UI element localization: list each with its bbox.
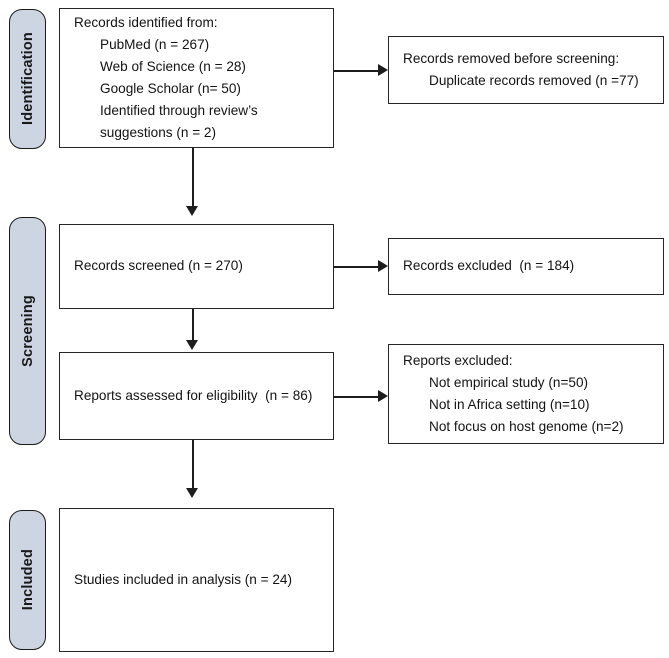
arrowhead-eligibility-to-reports-excluded [378,389,388,402]
stage-label-identification: Identification [9,9,46,149]
connector-screened-to-eligibility [192,309,194,342]
connector-eligibility-to-reports-excluded [334,396,379,398]
reports-eligibility-line-1: Reports assessed for eligibility (n = 86… [74,387,313,403]
records-identified-line-2: PubMed (n = 267) [100,36,210,52]
box-records-identified-body: Records identified from: PubMed (n = 267… [60,12,333,144]
box-records-removed-body: Records removed before screening: Duplic… [389,48,663,92]
reports-excluded-line-2: Not empirical study (n=50) [429,374,589,390]
records-excluded-line-1: Records excluded (n = 184) [403,258,575,274]
stage-label-screening: Screening [9,217,46,445]
box-records-screened-body: Records screened (n = 270) [60,255,333,277]
arrowhead-identified-to-screened [185,206,198,216]
arrowhead-screened-to-eligibility [185,340,198,350]
records-identified-line-1: Records identified from: [74,14,218,30]
arrowhead-screened-to-excluded [378,259,388,272]
connector-eligibility-to-included [192,440,194,490]
box-reports-eligibility: Reports assessed for eligibility (n = 86… [59,352,334,440]
connector-screened-to-excluded [334,266,379,268]
stage-label-identification-text: Identification [19,32,36,126]
box-records-identified: Records identified from: PubMed (n = 267… [59,8,334,148]
box-records-screened: Records screened (n = 270) [59,224,334,309]
stage-label-screening-text: Screening [19,295,36,367]
box-studies-included-body: Studies included in analysis (n = 24) [60,569,333,591]
arrowhead-eligibility-to-included [185,488,198,498]
box-records-removed: Records removed before screening: Duplic… [388,36,664,104]
records-identified-line-6: suggestions (n = 2) [100,125,216,141]
box-reports-excluded: Reports excluded: Not empirical study (n… [388,344,664,444]
stage-label-included: Included [9,510,46,650]
box-reports-excluded-body: Reports excluded: Not empirical study (n… [389,350,663,438]
records-screened-line-1: Records screened (n = 270) [74,258,243,274]
box-records-excluded: Records excluded (n = 184) [388,238,664,295]
connector-identified-to-screened [192,148,194,208]
box-studies-included: Studies included in analysis (n = 24) [59,508,334,652]
arrowhead-identified-to-removed [378,63,388,76]
records-identified-line-5: Identified through review’s [100,103,258,119]
box-records-excluded-body: Records excluded (n = 184) [389,255,663,277]
connector-identified-to-removed [334,70,379,72]
records-removed-line-1: Records removed before screening: [403,50,620,66]
records-removed-line-2: Duplicate records removed (n =77) [429,73,639,88]
reports-excluded-line-4: Not focus on host genome (n=2) [429,419,624,435]
studies-included-line-1: Studies included in analysis (n = 24) [74,571,293,587]
records-identified-line-3: Web of Science (n = 28) [100,58,246,74]
records-identified-line-4: Google Scholar (n= 50) [100,81,241,96]
stage-label-included-text: Included [19,549,36,611]
box-reports-eligibility-body: Reports assessed for eligibility (n = 86… [60,385,333,407]
reports-excluded-line-3: Not in Africa setting (n=10) [429,397,590,412]
reports-excluded-line-1: Reports excluded: [403,352,513,368]
